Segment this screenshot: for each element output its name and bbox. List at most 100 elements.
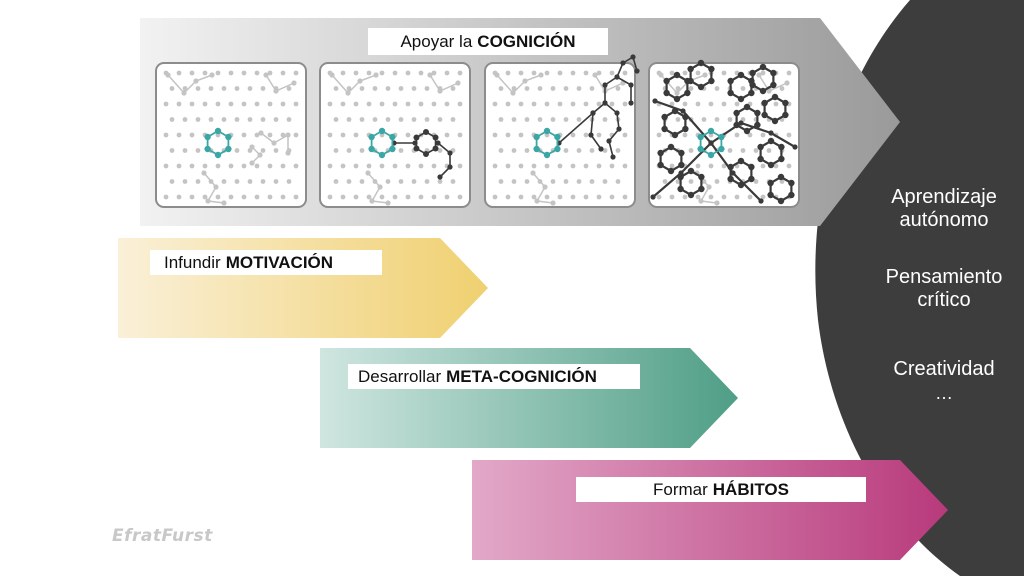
- grid-dot: [505, 132, 511, 138]
- network-node: [193, 78, 199, 84]
- habits-label: Formar HÁBITOS: [576, 477, 866, 502]
- network-node: [413, 134, 420, 141]
- network-node: [522, 78, 528, 84]
- grid-dot: [411, 117, 417, 122]
- network-node: [494, 72, 500, 78]
- network-node: [550, 200, 556, 206]
- network-node: [357, 78, 363, 84]
- network-node: [249, 160, 255, 166]
- network-node: [758, 198, 764, 204]
- grid-dot: [280, 70, 286, 76]
- network-node: [345, 90, 351, 96]
- network-node: [697, 133, 704, 141]
- grid-dot: [570, 70, 576, 76]
- network-node: [630, 54, 636, 60]
- grid-dot: [392, 163, 398, 169]
- grid-dot: [234, 117, 240, 122]
- network-node: [534, 198, 540, 204]
- grid-dot: [189, 132, 195, 138]
- grid-dot: [169, 117, 175, 122]
- grid-dot: [353, 194, 359, 200]
- network-node: [748, 163, 755, 171]
- network-node: [678, 170, 684, 176]
- network-link: [331, 74, 377, 95]
- grid-dot: [163, 194, 169, 200]
- grid-dot: [622, 132, 628, 138]
- grid-dot: [293, 101, 299, 107]
- grid-dot: [169, 179, 175, 184]
- grid-dot: [208, 86, 214, 91]
- grid-dot: [786, 163, 792, 169]
- grid-dot: [675, 117, 681, 122]
- grid-dot: [563, 179, 569, 184]
- grid-dot: [583, 70, 589, 76]
- grid-dot: [398, 86, 404, 91]
- grid-dot: [609, 70, 615, 76]
- grid-dot: [215, 194, 221, 200]
- grid-dot: [267, 194, 273, 200]
- network-node: [743, 127, 751, 135]
- network-node: [616, 126, 622, 132]
- network-node: [214, 127, 222, 135]
- network-node: [447, 164, 453, 170]
- grid-dot: [333, 86, 339, 91]
- grid-dot: [353, 163, 359, 169]
- network-node: [708, 77, 715, 85]
- network-node: [435, 140, 441, 146]
- grid-dot: [327, 132, 333, 138]
- network-node: [730, 170, 736, 176]
- grid-dot: [398, 148, 404, 153]
- network-node: [697, 145, 704, 153]
- grid-dot: [498, 179, 504, 184]
- network-node: [329, 72, 335, 78]
- grid-dot: [215, 163, 221, 169]
- habits-arrow: [472, 460, 948, 560]
- network-node: [663, 89, 670, 97]
- grid-dot: [392, 101, 398, 107]
- grid-dot: [267, 163, 273, 169]
- network-node: [702, 72, 708, 78]
- grid-dot: [773, 163, 779, 169]
- grid-dot: [195, 179, 201, 184]
- metacognition-label: Desarrollar META-COGNICIÓN: [348, 364, 640, 389]
- grid-dot: [747, 132, 753, 138]
- network-node: [667, 143, 675, 151]
- network-node: [788, 191, 795, 199]
- grid-dot: [411, 86, 417, 91]
- grid-dot: [280, 163, 286, 169]
- network-node: [614, 74, 620, 80]
- grid-dot: [273, 179, 279, 184]
- grid-dot: [583, 101, 589, 107]
- network-node: [263, 72, 269, 78]
- grid-dot: [182, 86, 188, 91]
- grid-dot: [589, 148, 595, 153]
- grid-dot: [505, 163, 511, 169]
- network-node: [663, 77, 670, 85]
- grid-dot: [511, 86, 517, 91]
- grid-dot: [247, 117, 253, 122]
- grid-dot: [176, 163, 182, 169]
- grid-dot: [518, 101, 524, 107]
- grid-dot: [228, 194, 234, 200]
- network-link: [616, 55, 638, 78]
- grid-dot: [570, 163, 576, 169]
- grid-dot: [524, 86, 530, 91]
- network-node: [204, 145, 211, 153]
- grid-dot: [189, 70, 195, 76]
- network-node: [697, 83, 705, 91]
- grid-dot: [424, 86, 430, 91]
- network-node: [610, 154, 616, 160]
- grid-dot: [570, 132, 576, 138]
- network-node: [209, 72, 215, 78]
- network-node: [782, 99, 789, 107]
- network-node: [543, 151, 551, 159]
- network-link: [203, 172, 225, 204]
- grid-dot: [293, 194, 299, 200]
- grid-dot: [359, 86, 365, 91]
- grid-dot: [450, 179, 456, 184]
- grid-dot: [234, 86, 240, 91]
- grid-dot: [708, 163, 714, 169]
- network-node: [738, 120, 744, 126]
- grid-dot: [576, 86, 582, 91]
- network-node: [737, 157, 745, 165]
